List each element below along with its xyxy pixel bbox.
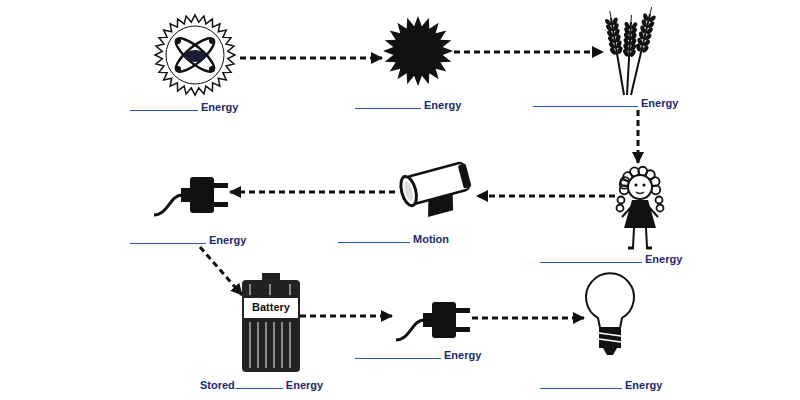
energy-label: Motion	[413, 232, 449, 246]
energy-arrow	[472, 317, 584, 320]
energy-arrow	[240, 57, 382, 60]
light-bulb-icon	[586, 273, 634, 355]
energy-stage: StoredEnergyBattery	[242, 272, 300, 372]
energy-stage: Energy	[584, 272, 636, 356]
caption-row: Energy	[130, 233, 246, 247]
energy-label: Energy	[641, 96, 678, 110]
caption-row: Energy	[355, 348, 481, 362]
girl-icon	[617, 167, 664, 248]
battery-label: Battery	[242, 298, 300, 316]
answer-blank	[338, 242, 410, 243]
caption-row: Energy	[540, 252, 682, 266]
plug-icon	[154, 177, 228, 215]
energy-stage: Energy	[603, 6, 658, 96]
energy-stage: Energy	[150, 175, 230, 217]
nuclear-sun-icon	[155, 15, 235, 95]
flashlight-icon	[398, 160, 476, 221]
answer-blank	[355, 358, 441, 359]
caption-row: Energy	[130, 100, 238, 114]
energy-stage: Motion	[395, 155, 477, 220]
plug-icon	[396, 302, 470, 340]
energy-label: Energy	[424, 98, 461, 112]
battery-icon	[242, 273, 300, 372]
answer-blank	[235, 388, 283, 389]
energy-arrow	[300, 315, 392, 318]
answer-blank	[130, 110, 198, 111]
energy-arrow	[454, 51, 603, 54]
energy-label: Energy	[645, 252, 682, 266]
energy-stage: Energy	[615, 163, 665, 251]
energy-arrow	[200, 247, 242, 295]
energy-label: Stored	[200, 378, 235, 392]
answer-blank	[355, 108, 421, 109]
caption-row: Energy	[355, 98, 461, 112]
energy-label: Energy	[286, 378, 323, 392]
answer-blank	[130, 243, 206, 244]
caption-row: Stored Energy	[200, 378, 323, 392]
energy-arrow	[477, 195, 615, 198]
energy-stage: Energy	[392, 300, 472, 342]
energy-label: Energy	[201, 100, 238, 114]
energy-label: Energy	[444, 348, 481, 362]
energy-arrow	[637, 110, 640, 163]
answer-blank	[540, 388, 622, 389]
caption-row: Energy	[533, 96, 678, 110]
energy-label: Energy	[625, 378, 662, 392]
wheat-icon	[604, 7, 657, 95]
caption-row: Motion	[338, 232, 449, 246]
energy-stage: Energy	[150, 14, 240, 100]
answer-blank	[540, 262, 642, 263]
energy-stage: Energy	[382, 14, 454, 90]
caption-row: Energy	[540, 378, 662, 392]
energy-label: Energy	[209, 233, 246, 247]
sun-icon	[383, 16, 453, 86]
answer-blank	[533, 106, 638, 107]
energy-arrow	[230, 191, 395, 194]
